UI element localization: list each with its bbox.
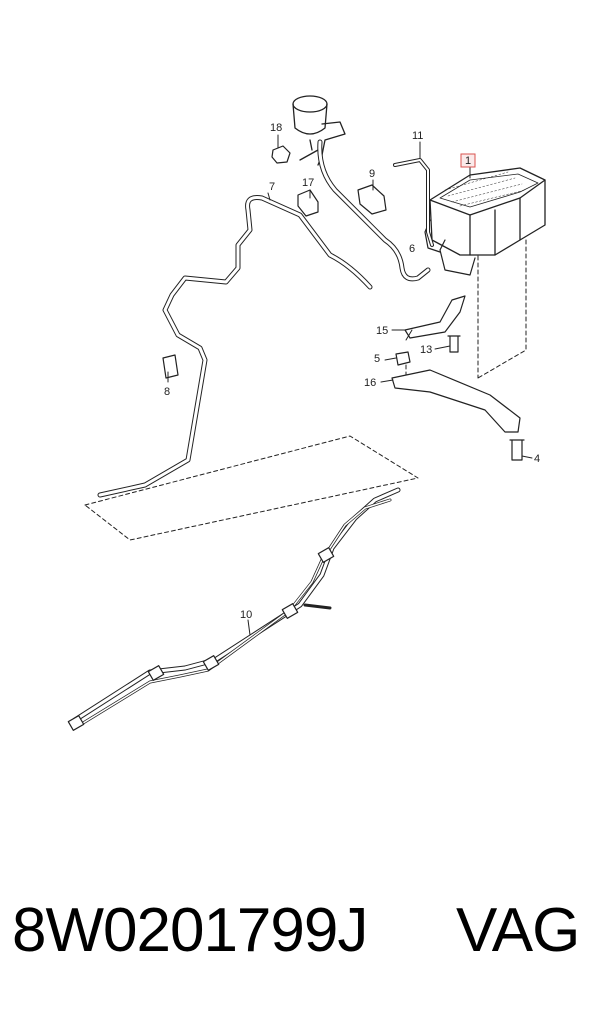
part-number: 8W0201799J	[12, 896, 368, 965]
clip-9	[357, 184, 387, 215]
brand-label: VAG	[456, 896, 580, 965]
leader-dashed-lines	[405, 239, 527, 381]
bolt-4	[509, 439, 525, 461]
callout-1[interactable]: 1	[465, 155, 471, 167]
pipe-clips-10	[67, 547, 335, 731]
clip-17	[297, 189, 319, 217]
callout-9[interactable]: 9	[369, 168, 375, 180]
callout-5[interactable]: 5	[374, 353, 380, 365]
callout-7[interactable]: 7	[269, 181, 275, 193]
callout-8[interactable]: 8	[164, 386, 170, 398]
callout-6[interactable]: 6	[409, 243, 415, 255]
charcoal-canister	[424, 167, 546, 276]
callout-leaders	[167, 134, 533, 636]
callout-4[interactable]: 4	[534, 453, 540, 465]
parts-diagram: 1 4 5 6 7 8 9 10 11 13 15 16 17 18	[67, 95, 546, 731]
fuel-reservoir	[292, 95, 346, 166]
part-footer: 8W0201799J VAG	[12, 895, 592, 975]
nut-18	[271, 145, 291, 164]
hose-11	[393, 158, 434, 247]
nut-5	[395, 351, 411, 366]
callout-17[interactable]: 17	[302, 177, 314, 189]
clip-8	[162, 354, 179, 379]
callout-15[interactable]: 15	[376, 325, 388, 337]
callout-10[interactable]: 10	[240, 609, 252, 621]
callout-18[interactable]: 18	[270, 122, 282, 134]
callout-11[interactable]: 11	[412, 130, 423, 142]
bracket-16	[391, 369, 521, 433]
pipe-7	[97, 195, 373, 498]
bolt-13	[447, 335, 461, 353]
dashed-boundary	[84, 435, 419, 541]
callout-13[interactable]: 13	[420, 344, 432, 356]
callout-16[interactable]: 16	[364, 377, 376, 389]
highlight-box-part-1	[460, 153, 476, 168]
bracket-15	[404, 295, 466, 339]
